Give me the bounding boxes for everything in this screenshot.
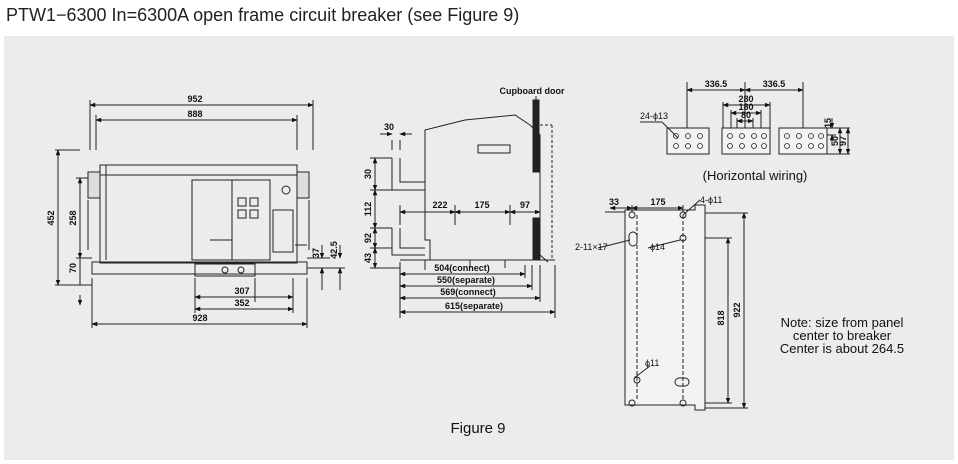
dim-v92: 92: [363, 233, 373, 243]
dim-37: 37: [311, 248, 321, 258]
dim-352: 352: [234, 298, 249, 308]
dim-504-connect: 504(connect): [434, 263, 490, 273]
dim-180: 180: [738, 102, 753, 112]
dim-888: 888: [187, 109, 202, 119]
mount-view-labels: 33 175 4-ϕ11 2-11×17 ϕ14 ϕ11 818 922: [575, 195, 742, 368]
side-view: [370, 96, 556, 318]
dim-818: 818: [716, 310, 726, 325]
note-line-1: Note: size from panel: [781, 315, 904, 330]
dim-952: 952: [187, 94, 202, 104]
dim-928: 928: [192, 313, 207, 323]
dim-336-5-right: 336.5: [763, 79, 786, 89]
dim-550-separate: 550(separate): [437, 275, 495, 285]
front-view: [55, 100, 345, 328]
terminal-view: [640, 82, 851, 155]
dim-258: 258: [68, 210, 78, 225]
figure-caption: Figure 9: [450, 420, 505, 437]
dim-615-separate: 615(separate): [445, 301, 503, 311]
mount-view: [597, 199, 748, 411]
dim-70: 70: [68, 263, 78, 273]
hole-phi11: ϕ11: [645, 358, 659, 368]
note-line-2: center to breaker: [793, 328, 892, 343]
dim-33: 33: [609, 197, 619, 207]
side-view-labels: Cupboard door 30 30 112 92 43 222 175 97…: [363, 86, 565, 311]
note: Note: size from panel center to breaker …: [780, 315, 904, 356]
dim-452: 452: [46, 210, 56, 225]
dim-terminal-97: 97: [838, 136, 848, 146]
terminal-holes: [673, 133, 824, 149]
dim-569-connect: 569(connect): [440, 287, 496, 297]
dim-280: 280: [738, 94, 753, 104]
holes-4-phi11: 4-ϕ11: [700, 195, 722, 205]
terminal-view-labels: 336.5 336.5 280 180 80 24-ϕ13 15 50 97 (…: [640, 79, 848, 183]
slots-2-11x17: 2-11×17: [575, 242, 608, 252]
dim-97: 97: [520, 200, 530, 210]
dim-336-5-left: 336.5: [705, 79, 728, 89]
hole-phi14: ϕ14: [650, 242, 665, 252]
horizontal-wiring-label: (Horizontal wiring): [703, 168, 808, 183]
dim-80: 80: [741, 110, 751, 120]
dim-15: 15: [823, 118, 833, 128]
dim-307: 307: [234, 286, 249, 296]
dim-v30: 30: [363, 169, 373, 179]
dim-mount-175: 175: [650, 197, 665, 207]
dim-v112: 112: [363, 202, 373, 217]
holes-24-phi13: 24-ϕ13: [640, 111, 668, 121]
dim-side-30: 30: [384, 122, 394, 132]
dim-222: 222: [432, 200, 447, 210]
front-view-labels: 952 888 452 258 70 307 352 928 37 42.5: [46, 94, 339, 323]
dim-50: 50: [830, 136, 840, 146]
note-line-3: Center is about 264.5: [780, 341, 904, 356]
dim-42-5: 42.5: [329, 241, 339, 259]
page-title: PTW1−6300 In=6300A open frame circuit br…: [6, 5, 520, 25]
dim-922: 922: [732, 302, 742, 317]
cupboard-door-label: Cupboard door: [500, 86, 565, 96]
dim-v43: 43: [363, 253, 373, 263]
dim-side-175: 175: [474, 200, 489, 210]
